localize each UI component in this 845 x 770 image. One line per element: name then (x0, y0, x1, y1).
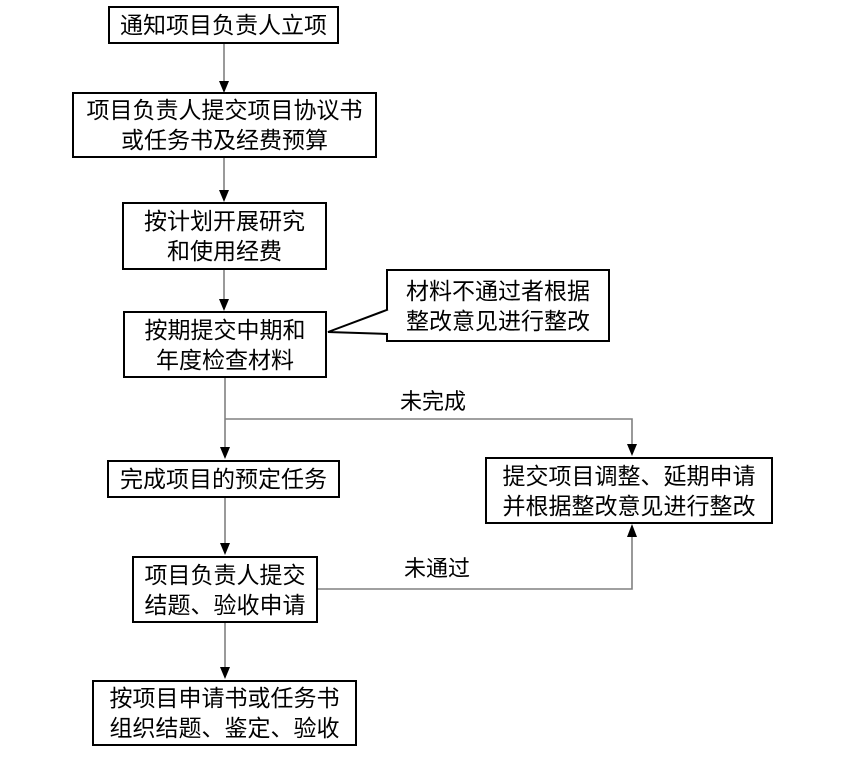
flow-node-conduct-research: 按计划开展研究 和使用经费 (122, 202, 327, 270)
flow-node-submit-inspection-materials: 按期提交中期和 年度检查材料 (123, 311, 327, 378)
flow-node-complete-planned-tasks: 完成项目的预定任务 (107, 460, 340, 498)
flow-node-submit-conclusion-acceptance: 项目负责人提交 结题、验收申请 (132, 556, 318, 623)
edge-label-not-passed: 未通过 (403, 556, 470, 581)
flow-node-notify-establish: 通知项目负责人立项 (108, 6, 339, 44)
edge-label-not-completed: 未完成 (399, 389, 466, 414)
flow-node-submit-agreement-budget: 项目负责人提交项目协议书 或任务书及经费预算 (72, 92, 377, 158)
flow-node-organize-acceptance: 按项目申请书或任务书 组织结题、鉴定、验收 (92, 680, 357, 746)
flow-node-adjustment-extension-application: 提交项目调整、延期申请 并根据整改意见进行整改 (485, 457, 773, 524)
callout-rectification-note: 材料不通过者根据 整改意见进行整改 (386, 269, 610, 342)
